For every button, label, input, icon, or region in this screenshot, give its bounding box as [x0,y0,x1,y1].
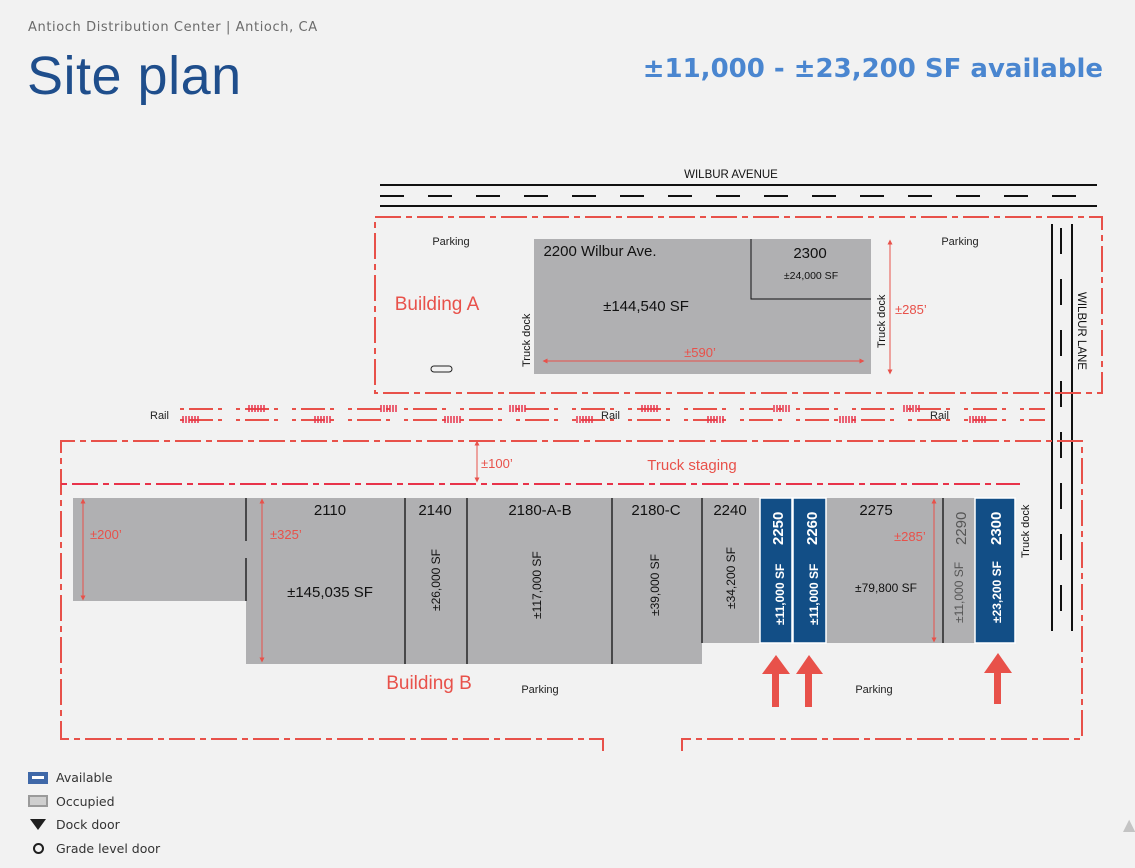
legend-label: Occupied [56,793,115,809]
parking-label: Parking [521,684,558,696]
suite-number: 2110 [314,502,346,519]
legend-label: Dock door [56,817,120,833]
building-a-depth-dim: ±285’ [895,302,927,317]
available-swatch-icon [28,771,48,784]
building-b-label: Building B [386,673,472,694]
rail-label: Rail [601,410,620,422]
truck-dock-label: Truck dock [1020,504,1032,558]
truck-dock-label: Truck dock [521,313,533,367]
rail-ties [182,405,986,423]
building-a: 2200 Wilbur Ave. 2300 ±24,000 SF ±144,54… [534,239,871,374]
suite-sf: ±26,000 SF [429,549,443,611]
parking-label: Parking [855,684,892,696]
suite-2250-available[interactable] [759,497,793,644]
suite-sf: ±11,000 SF [773,564,787,625]
building-b: 2110 ±145,035 SF 2140 ±26,000 SF 2180-A-… [73,497,1016,664]
wilbur-lane-road: WILBUR LANE [1051,224,1087,631]
property-subtitle: Antioch Distribution Center | Antioch, C… [28,20,318,35]
building-a-total-sf: ±144,540 SF [603,298,689,315]
rail-label: Rail [150,410,169,422]
legend-label: Grade level door [56,840,161,856]
legend-item-occupied: Occupied [28,790,160,814]
dimension-center: ±325’ [270,527,302,542]
north-arrow-icon: ▲ [1123,815,1135,834]
road-label-wilbur-avenue: WILBUR AVENUE [684,169,778,181]
dimension-west: ±200’ [90,527,122,542]
suite-2300-available[interactable] [974,497,1016,644]
triangle-down-icon [30,819,46,831]
suite-number: 2290 [953,512,970,545]
building-a-width-dim: ±590’ [684,345,716,360]
suite-number: 2240 [713,502,746,519]
building-a-label: Building A [395,294,480,315]
suite-sf: ±11,000 SF [807,564,821,625]
truck-dock-label: Truck dock [876,294,888,348]
legend-item-dock-door: Dock door [28,813,160,837]
suite-sf: ±79,800 SF [855,581,917,595]
suite-sf: ±145,035 SF [287,584,373,601]
suite-sf: ±117,000 SF [530,551,544,619]
staging-distance-dim: ±100’ [481,456,513,471]
suite-number: 2250 [770,512,787,545]
suite-number: 2300 [988,512,1005,545]
road-label-wilbur-lane: WILBUR LANE [1075,292,1087,370]
legend-item-grade-level-door: Grade level door [28,837,160,861]
suite-2260-available[interactable] [792,497,827,644]
suite-number: 2140 [418,502,451,519]
building-b-boundary [60,440,1083,751]
grade-level-door-icon [430,365,453,373]
suite-sf: ±34,200 SF [724,547,738,609]
building-a-boundary [374,216,1103,394]
wilbur-avenue-road: WILBUR AVENUE [380,169,1097,207]
suite-2300-a-number: 2300 [793,245,826,262]
truck-staging-label: Truck staging [647,457,736,474]
suite-sf: ±23,200 SF [990,561,1004,623]
legend: Available Occupied Dock door Grade level… [28,766,160,860]
legend-item-available: Available [28,766,160,790]
arrow-up-icon [796,655,823,707]
dimension-east: ±285’ [894,529,926,544]
arrow-up-icon [762,655,790,707]
availability-summary: ±11,000 - ±23,200 SF available [642,54,1103,84]
parking-label: Parking [432,236,469,248]
suite-sf: ±11,000 SF [952,562,966,623]
circle-icon [32,842,44,854]
arrow-up-icon [984,653,1012,704]
occupied-swatch-icon [28,795,48,808]
rail-lines: Rail Rail Rail [150,405,1045,423]
parking-label: Parking [941,236,978,248]
legend-label: Available [56,770,113,786]
rail-label: Rail [930,410,949,422]
availability-arrows [762,653,1012,707]
suite-number: 2275 [859,502,892,519]
suite-sf: ±39,000 SF [648,554,662,616]
suite-2300-a-sf: ±24,000 SF [784,270,838,282]
page-title: Site plan [27,46,242,106]
suite-number: 2260 [804,512,821,545]
building-a-address: 2200 Wilbur Ave. [543,243,656,260]
suite-number: 2180-A-B [508,502,571,519]
suite-number: 2180-C [631,502,680,519]
